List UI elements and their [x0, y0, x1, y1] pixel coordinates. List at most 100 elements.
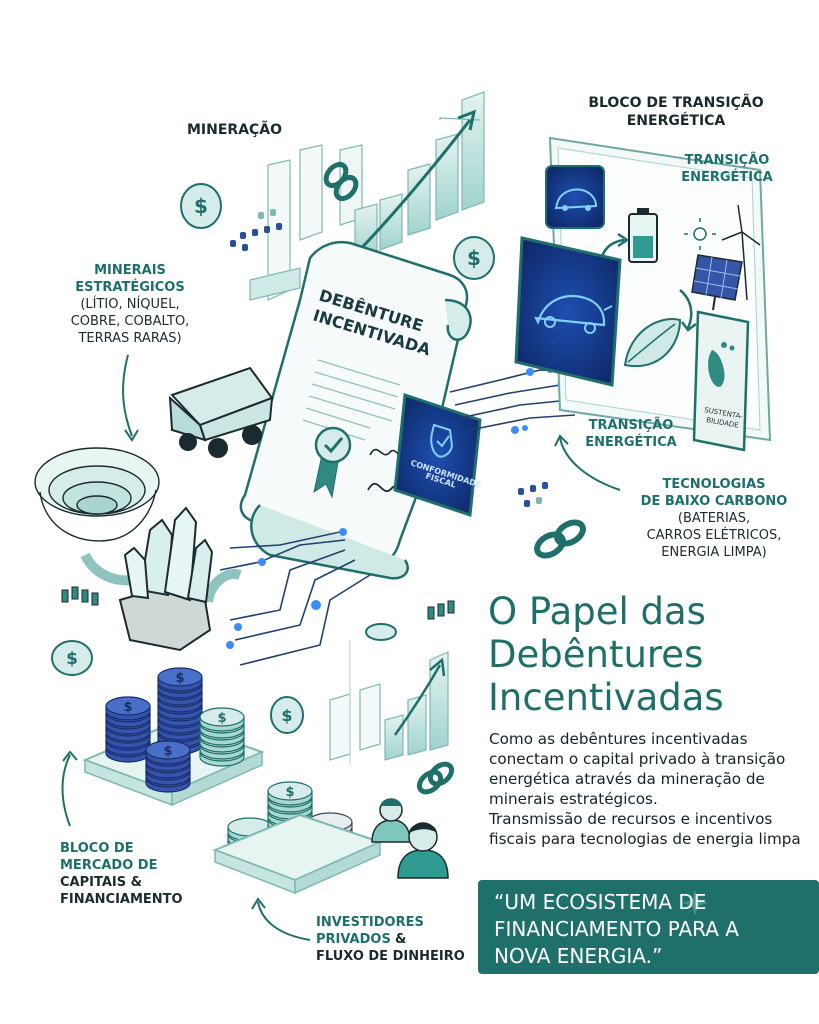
description-line: energética através da mineração de	[489, 770, 765, 788]
battery-icon	[628, 208, 658, 263]
token-blocks	[61, 586, 455, 620]
svg-text:$: $	[281, 706, 292, 725]
label-transicao-mid: TRANSIÇÃO ENERGÉTICA	[572, 417, 690, 451]
quote-line: NOVA ENERGIA.”	[494, 944, 663, 968]
label-line: INVESTIDORES	[316, 915, 424, 930]
label-line: ENERGÉTICA	[681, 170, 773, 185]
label-line: ESTRATÉGICOS	[75, 280, 185, 295]
label-investidores: INVESTIDORES PRIVADOS & FLUXO DE DINHEIR…	[316, 914, 476, 965]
chain-link-icon	[534, 519, 586, 559]
ev-car-tablet	[514, 236, 622, 387]
title-line: Debêntures	[488, 633, 704, 676]
coin-disc	[365, 623, 397, 641]
coin-stack: $	[105, 696, 151, 763]
label-tecnologias: TECNOLOGIAS DE BAIXO CARBONO (BATERIAS, …	[628, 476, 800, 561]
label-line: TRANSIÇÃO	[588, 418, 674, 433]
label-mercado: BLOCO DE MERCADO DE CAPITAIS & FINANCIAM…	[60, 840, 220, 908]
data-dots	[230, 209, 548, 507]
label-line: BLOCO DE	[60, 841, 134, 856]
wind-turbine-icon	[721, 204, 761, 301]
curve-arrow	[257, 901, 311, 941]
page-title: O Papel das Debêntures Incentivadas	[488, 590, 808, 719]
circuit-nodes	[511, 367, 563, 434]
label-line: ENERGÉTICA	[626, 113, 726, 129]
description-line: Transmissão de recursos e incentivos	[489, 810, 773, 828]
title-line: O Papel das	[488, 590, 706, 633]
investment-bar-chart	[329, 640, 449, 765]
sparkle-icon	[682, 890, 708, 916]
investor-avatar-icon	[371, 798, 411, 843]
seal-ribbon-icon	[313, 426, 352, 499]
dollar-sign-icon: $	[123, 700, 132, 715]
description-line: Como as debêntures incentivadas	[489, 730, 748, 748]
label-line: (BATERIAS,	[677, 511, 751, 526]
label-line: ENERGÉTICA	[585, 435, 677, 450]
mineral-crystal-icon	[118, 506, 214, 652]
label-transicao-top: TRANSIÇÃO ENERGÉTICA	[668, 152, 786, 186]
dollar-coin-icon: $	[453, 236, 495, 280]
label-line: TRANSIÇÃO	[684, 153, 770, 168]
label-line: BLOCO DE TRANSIÇÃO	[588, 95, 764, 111]
quote-banner: “UM ECOSISTEMA DE FINANCIAMENTO PARA A N…	[478, 880, 819, 974]
label-line: PRIVADOS &	[316, 931, 476, 948]
chain-link-icon	[323, 161, 359, 202]
car-screen-small	[545, 165, 605, 229]
label-line: CARROS ELÉTRICOS,	[646, 528, 782, 543]
coin-stacks-left: $ $ $ $	[105, 667, 245, 793]
label-line: (LÍTIO, NÍQUEL,	[80, 297, 180, 312]
sun-icon	[684, 218, 716, 250]
flow-arrow	[80, 552, 133, 586]
solar-panel-icon	[691, 254, 743, 311]
dollar-sign-icon: $	[217, 711, 226, 726]
description-line: fiscais para tecnologias de energia limp…	[489, 830, 801, 848]
description: Como as debêntures incentivadas conectam…	[489, 729, 819, 849]
label-line: PRIVADOS	[316, 932, 391, 947]
chain-link-icon	[416, 761, 455, 795]
svg-text:$: $	[66, 649, 78, 669]
quote-line: FINANCIAMENTO PARA A	[494, 917, 739, 941]
label-mineracao: MINERAÇÃO	[187, 122, 283, 138]
svg-text:$: $	[194, 194, 208, 218]
flow-arrow	[203, 569, 242, 603]
flow-arrow	[679, 289, 693, 329]
label-line: FLUXO DE DINHEIRO	[316, 949, 465, 964]
compliance-badge	[393, 392, 482, 518]
label-line: FINANCIAMENTO	[60, 892, 183, 907]
mining-truck-icon	[168, 366, 274, 458]
label-ampersand: &	[394, 932, 407, 947]
open-pit-mine	[34, 447, 160, 542]
label-line: MINERAIS	[94, 263, 166, 278]
dollar-sign-icon: $	[285, 785, 294, 800]
circuit-lines	[219, 531, 371, 666]
label-minerais: MINERAIS ESTRATÉGICOS (LÍTIO, NÍQUEL, CO…	[60, 262, 200, 347]
label-line: DE BAIXO CARBONO	[640, 494, 788, 509]
curve-arrow	[559, 437, 621, 491]
quote-text: “UM ECOSISTEMA DE FINANCIAMENTO PARA A N…	[494, 889, 814, 970]
dollar-coin-icon: $	[180, 183, 222, 229]
label-line: TECNOLOGIAS	[662, 477, 766, 492]
dollar-sign-icon: $	[163, 744, 172, 759]
dollar-sign-icon: $	[175, 671, 184, 686]
circuit-nodes	[226, 528, 347, 649]
dollar-coin-icon: $	[270, 696, 304, 734]
curve-arrow	[61, 754, 71, 827]
label-bloco-transicao: BLOCO DE TRANSIÇÃO ENERGÉTICA	[566, 94, 786, 130]
coin-stack: $	[199, 707, 245, 767]
label-line: CAPITAIS &	[60, 875, 142, 890]
description-line: minerais estratégicos.	[489, 790, 658, 808]
title-line: Incentivadas	[488, 676, 724, 719]
label-line: MERCADO DE	[60, 858, 158, 873]
coin-stack: $	[145, 740, 191, 793]
quote-line: “UM ECOSISTEMA DE	[494, 890, 707, 914]
label-line: COBRE, COBALTO,	[70, 314, 190, 329]
curve-arrow	[122, 354, 133, 437]
description-line: conectam o capital privado à transição	[489, 750, 786, 768]
label-line: TERRAS RARAS)	[78, 331, 182, 346]
label-line: ENERGIA LIMPA)	[661, 545, 767, 560]
dollar-coin-icon: $	[51, 640, 93, 676]
svg-text:$: $	[467, 246, 481, 270]
sustainability-phone	[692, 310, 750, 452]
circuit-lines	[449, 369, 600, 431]
